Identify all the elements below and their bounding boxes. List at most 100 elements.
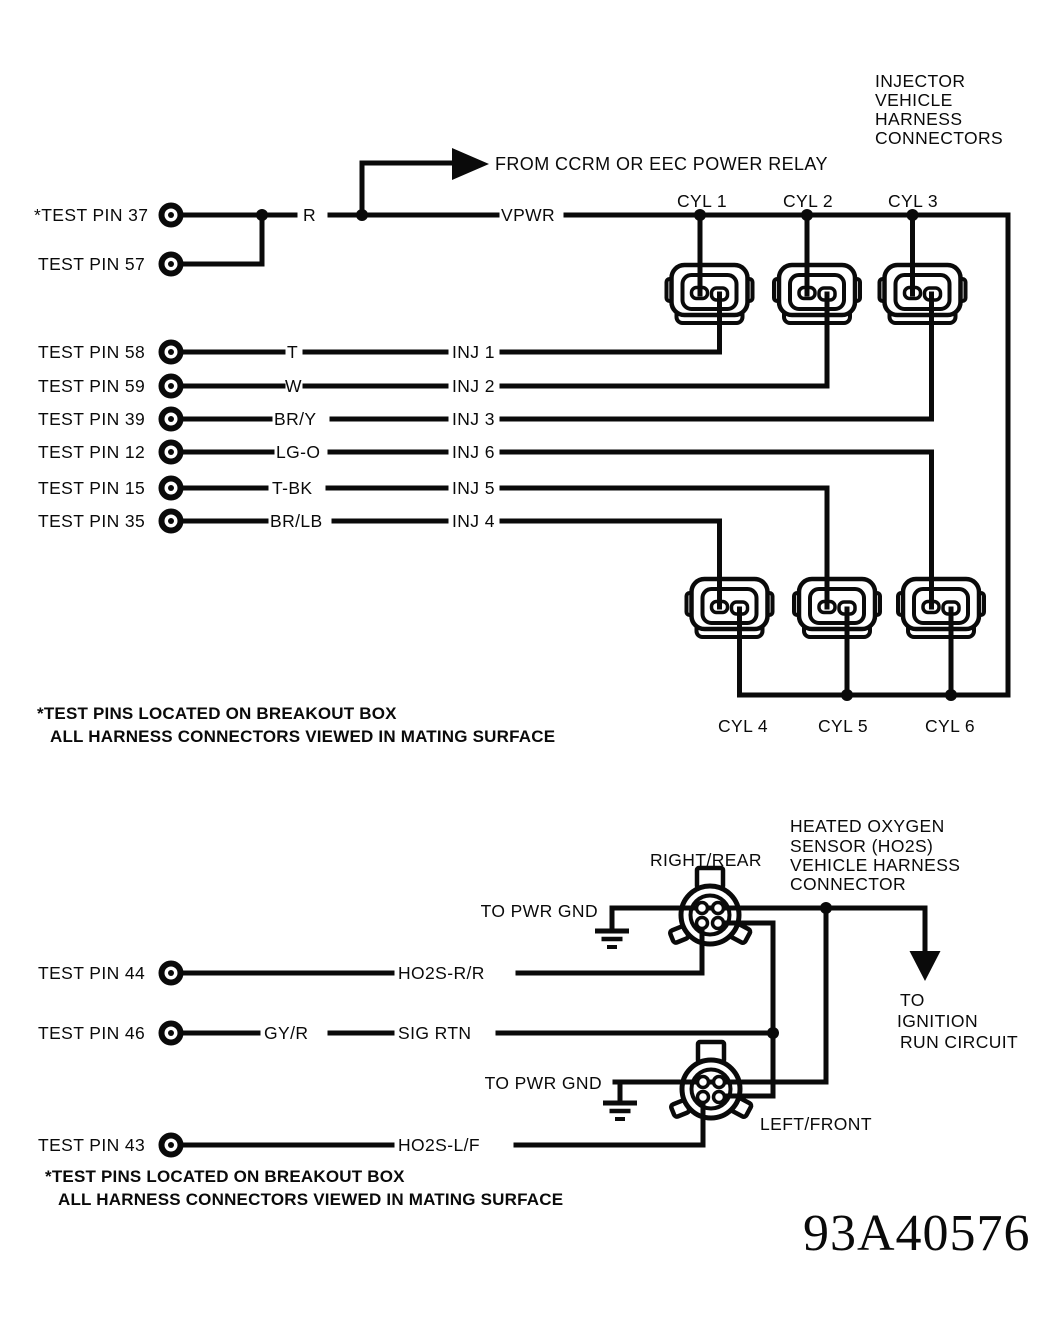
wire-color-lgo: LG-O	[276, 442, 320, 462]
harness-label-line2: VEHICLE	[875, 90, 953, 110]
wire-color-w: W	[285, 376, 302, 396]
lf-pin-br	[711, 1089, 727, 1105]
rr-pin-tr	[710, 900, 726, 916]
test-pin-15-label: TEST PIN 15	[38, 478, 145, 498]
ho2s-label-line3: VEHICLE HARNESS	[790, 855, 960, 875]
test-pin-43-label: TEST PIN 43	[38, 1135, 145, 1155]
wire-ho2s-lf	[513, 1095, 706, 1148]
cyl3-connector	[880, 265, 966, 323]
junction-dot	[256, 209, 268, 221]
terminal-pin58	[162, 343, 181, 362]
rr-pin-br	[710, 915, 726, 931]
cyl5-label: CYL 5	[818, 716, 868, 736]
cyl3-label: CYL 3	[888, 191, 938, 211]
ignition-arrow-icon	[909, 951, 941, 981]
harness-label-line3: HARNESS	[875, 109, 962, 129]
test-pin-58-label: TEST PIN 58	[38, 342, 145, 362]
ho2s-label-line1: HEATED OXYGEN	[790, 816, 945, 836]
footnote-top-line2: ALL HARNESS CONNECTORS VIEWED IN MATING …	[50, 727, 555, 746]
wire-inj2	[499, 291, 830, 389]
test-pin-35-label: TEST PIN 35	[38, 511, 145, 531]
wire-vpwr-bus	[563, 212, 1011, 698]
terminal-pin43	[162, 1136, 181, 1155]
wire-color-t: T	[287, 342, 298, 362]
signal-inj5: INJ 5	[452, 478, 495, 498]
junction-dot	[906, 209, 919, 221]
test-pin-59-label: TEST PIN 59	[38, 376, 145, 396]
junction-dot	[841, 689, 853, 701]
wire-inj5	[499, 485, 830, 610]
harness-label-line4: CONNECTORS	[875, 128, 1003, 148]
power-relay-label: FROM CCRM OR EEC POWER RELAY	[495, 154, 828, 174]
ignition-label-line1: TO	[900, 990, 925, 1010]
test-pin-37-label: *TEST PIN 37	[34, 205, 148, 225]
junction-dot	[820, 902, 832, 914]
ho2s-label-line2: SENSOR (HO2S)	[790, 836, 933, 856]
signal-inj4: INJ 4	[452, 511, 495, 531]
cyl1-label: CYL 1	[677, 191, 727, 211]
wire-inj3	[499, 291, 934, 422]
lf-pin-tr	[711, 1074, 727, 1090]
rr-pin-tl	[694, 900, 710, 916]
terminal-pin15	[162, 479, 181, 498]
cyl6-connector	[898, 579, 984, 637]
junction-dot	[694, 209, 706, 221]
figure-number: 93A40576	[803, 1205, 1031, 1262]
relay-arrow-icon	[452, 148, 489, 180]
cyl4-connector	[687, 579, 773, 637]
wire-sigrtn-link	[715, 920, 776, 1099]
rr-pin-bl	[694, 915, 710, 931]
terminal-pin46	[162, 1024, 181, 1043]
test-pin-46-label: TEST PIN 46	[38, 1023, 145, 1043]
signal-inj6: INJ 6	[452, 442, 495, 462]
junction-dot	[945, 689, 957, 701]
wire-inj4	[499, 518, 722, 610]
cyl5-connector	[794, 579, 880, 637]
cyl6-label: CYL 6	[925, 716, 975, 736]
pwr-gnd-label-top: TO PWR GND	[481, 901, 598, 921]
junction-dot	[801, 209, 813, 221]
wire-inj6	[499, 449, 934, 610]
terminal-pin44	[162, 964, 181, 983]
wire-color-bry: BR/Y	[274, 409, 316, 429]
test-pin-57-label: TEST PIN 57	[38, 254, 145, 274]
test-pin-44-label: TEST PIN 44	[38, 963, 145, 983]
cyl1-connector	[667, 265, 753, 323]
wire-heater-top	[609, 905, 928, 956]
wire-color-r: R	[303, 205, 316, 225]
wire-color-brlb: BR/LB	[270, 511, 323, 531]
ignition-label-line3: RUN CIRCUIT	[900, 1032, 1018, 1052]
wire-relay-branch	[359, 160, 455, 218]
footnote-bottom-line1: *TEST PINS LOCATED ON BREAKOUT BOX	[45, 1167, 405, 1186]
signal-inj2: INJ 2	[452, 376, 495, 396]
lf-pin-bl	[695, 1089, 711, 1105]
terminal-pin59	[162, 377, 181, 396]
harness-label-line1: INJECTOR	[875, 71, 965, 91]
terminal-pin39	[162, 410, 181, 429]
terminal-pin57	[162, 255, 181, 274]
wire-color-tbk: T-BK	[272, 478, 313, 498]
junction-dot	[356, 209, 368, 221]
cyl2-connector	[774, 265, 860, 323]
right-rear-label: RIGHT/REAR	[650, 850, 762, 870]
lf-pin-tl	[695, 1074, 711, 1090]
wire-pin57	[180, 214, 265, 267]
signal-inj3: INJ 3	[452, 409, 495, 429]
wire-color-gyr: GY/R	[264, 1023, 308, 1043]
test-pin-12-label: TEST PIN 12	[38, 442, 145, 462]
terminal-pin37	[162, 206, 181, 225]
ho2s-diagram: RIGHT/REAR LEFT/FRONT HEATED OXYGEN SENS…	[38, 816, 1031, 1262]
terminal-pin12	[162, 443, 181, 462]
signal-inj1: INJ 1	[452, 342, 495, 362]
signal-vpwr: VPWR	[501, 205, 555, 225]
terminal-pin35	[162, 512, 181, 531]
signal-ho2s-lf: HO2S-L/F	[398, 1135, 480, 1155]
junction-dot	[767, 1027, 779, 1039]
test-pin-39-label: TEST PIN 39	[38, 409, 145, 429]
ignition-label-line2: IGNITION	[897, 1011, 978, 1031]
footnote-top-line1: *TEST PINS LOCATED ON BREAKOUT BOX	[37, 704, 397, 723]
ho2s-label-line4: CONNECTOR	[790, 874, 906, 894]
left-front-label: LEFT/FRONT	[760, 1114, 872, 1134]
